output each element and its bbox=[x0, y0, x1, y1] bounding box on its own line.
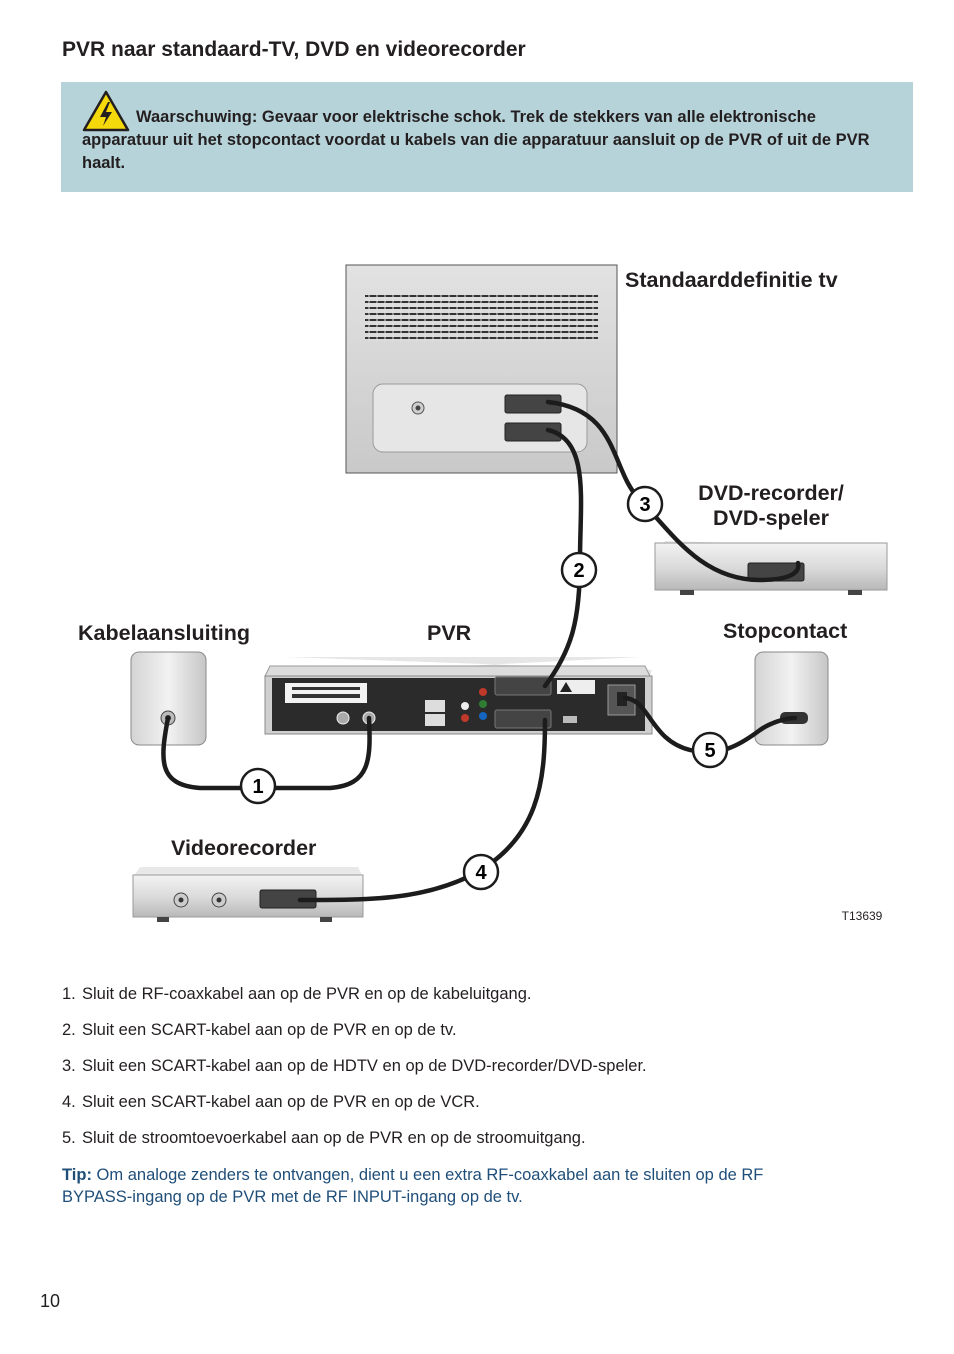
callout-5: 5 bbox=[691, 731, 729, 769]
callout-4: 4 bbox=[462, 853, 500, 891]
warning-text: Waarschuwing: Gevaar voor elektrische sc… bbox=[82, 108, 870, 172]
steps-list: 1.Sluit de RF-coaxkabel aan op de PVR en… bbox=[62, 983, 902, 1163]
videorecorder-device bbox=[132, 867, 364, 922]
warning-box: Waarschuwing: Gevaar voor elektrische sc… bbox=[61, 82, 913, 192]
tv-unit bbox=[345, 264, 618, 474]
list-item: 4.Sluit een SCART-kabel aan op de PVR en… bbox=[62, 1093, 480, 1111]
power-outlet bbox=[754, 651, 829, 746]
tip-paragraph: Tip: Om analoge zenders te ontvangen, di… bbox=[62, 1164, 822, 1208]
list-item: 3.Sluit een SCART-kabel aan op de HDTV e… bbox=[62, 1057, 647, 1075]
label-dvd-line2: DVD-speler bbox=[713, 506, 829, 530]
callout-1-text: 1 bbox=[252, 776, 263, 798]
list-item: 2.Sluit een SCART-kabel aan op de PVR en… bbox=[62, 1021, 457, 1039]
callout-2-text: 2 bbox=[573, 560, 584, 582]
cable-3 bbox=[545, 399, 801, 583]
label-vcr: Videorecorder bbox=[171, 836, 317, 860]
callout-2: 2 bbox=[560, 551, 598, 589]
callout-4-text: 4 bbox=[475, 862, 487, 884]
label-dvd: DVD-recorder/ DVD-speler bbox=[680, 481, 862, 531]
label-cable: Kabelaansluiting bbox=[78, 621, 251, 645]
page-title: PVR naar standaard-TV, DVD en videorecor… bbox=[62, 38, 526, 61]
pvr-device bbox=[264, 657, 653, 735]
page-number: 10 bbox=[40, 1291, 61, 1311]
callout-1: 1 bbox=[239, 767, 277, 805]
callout-5-text: 5 bbox=[704, 740, 715, 762]
cable-wall-outlet bbox=[130, 651, 207, 746]
list-item: 5.Sluit de stroomtoevoerkabel aan op de … bbox=[62, 1129, 586, 1147]
list-item: 1.Sluit de RF-coaxkabel aan op de PVR en… bbox=[62, 985, 532, 1003]
callout-3-text: 3 bbox=[639, 494, 650, 516]
label-dvd-line1: DVD-recorder/ bbox=[698, 481, 844, 505]
label-pvr: PVR bbox=[427, 621, 472, 645]
tip-label: Tip: bbox=[62, 1166, 92, 1184]
electric-shock-warning-icon bbox=[82, 90, 130, 132]
callout-3: 3 bbox=[626, 485, 664, 523]
figure-id: T13639 bbox=[842, 909, 883, 923]
tip-text: Om analoge zenders te ontvangen, dient u… bbox=[62, 1166, 764, 1206]
connection-diagram: 1 2 3 4 5 T13639 Standaarddefinitie tv D… bbox=[0, 240, 954, 940]
label-outlet: Stopcontact bbox=[723, 619, 848, 643]
cables bbox=[161, 399, 801, 903]
dvd-recorder-device bbox=[654, 541, 888, 595]
label-tv: Standaarddefinitie tv bbox=[625, 268, 838, 292]
